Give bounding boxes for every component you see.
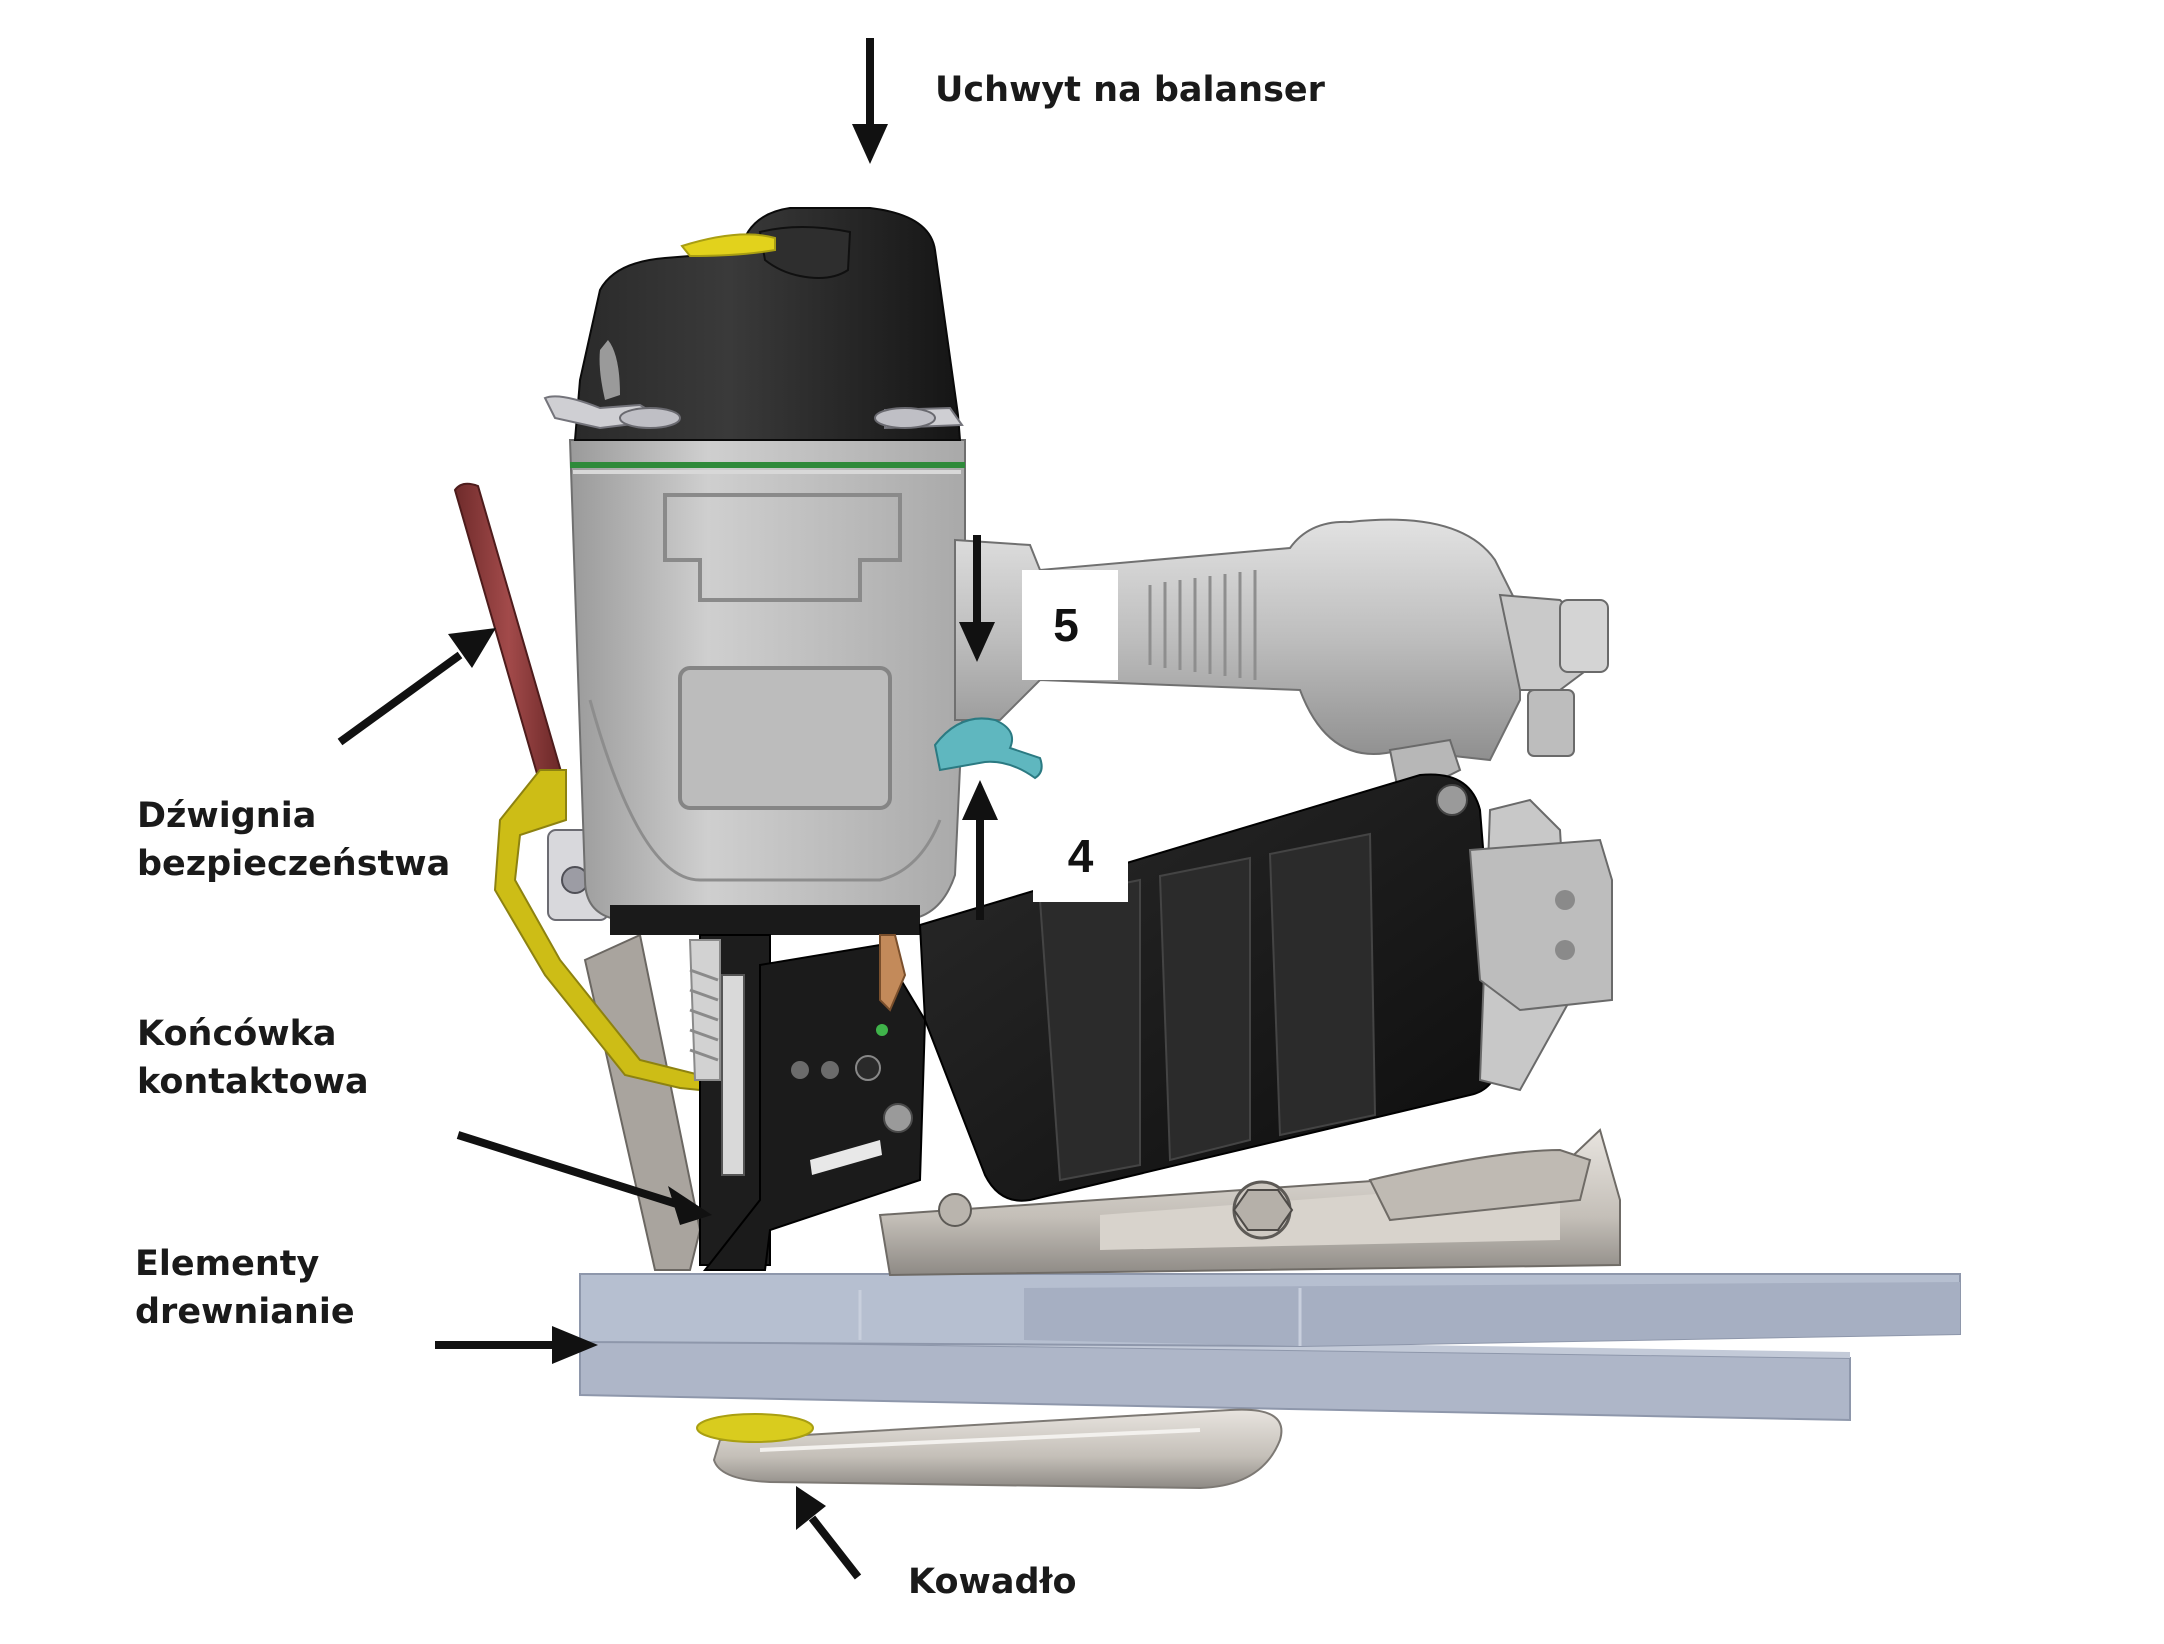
label-wood-line1: Elementy [135, 1244, 320, 1284]
label-contact-tip-line2: kontaktowa [137, 1062, 369, 1102]
arrow-wood [435, 1326, 598, 1364]
label-contact-tip: Końcówka kontaktowa [137, 1010, 369, 1106]
callout-five: 5 [1022, 570, 1110, 680]
callout-four: 4 [1033, 810, 1128, 902]
wood-board-lower [579, 1338, 1851, 1422]
wood-board-upper-face [1024, 1282, 1960, 1346]
label-anvil-text: Kowadło [908, 1562, 1077, 1602]
arrow-safety-lever [337, 628, 496, 746]
arrows [337, 38, 998, 1580]
base-plate [878, 1128, 1621, 1277]
arrow-contact-tip [456, 1131, 712, 1225]
label-safety-lever-line2: bezpieczeństwa [137, 844, 451, 884]
arrow-balancer [852, 38, 888, 164]
label-contact-tip-line1: Końcówka [137, 1014, 337, 1054]
anvil-part [696, 1408, 1283, 1490]
label-safety-lever-line1: Dźwignia [137, 796, 317, 836]
magazine-part [918, 773, 1613, 1202]
wood-boards [579, 1273, 1961, 1422]
top-cap [543, 207, 964, 441]
label-wood-elements: Elementy drewnianie [135, 1240, 355, 1336]
nose-assembly [688, 934, 927, 1271]
label-balancer-mount: Uchwyt na balanser [935, 66, 1325, 114]
label-safety-lever: Dźwignia bezpieczeństwa [137, 792, 450, 888]
trigger-part [933, 717, 1043, 780]
front-plate [583, 933, 702, 1271]
cylinder-body [568, 439, 966, 935]
arrow-five [959, 535, 995, 662]
arrow-four [962, 780, 998, 920]
arrow-anvil [796, 1486, 862, 1580]
label-wood-line2: drewnianie [135, 1292, 355, 1332]
label-balancer-mount-text: Uchwyt na balanser [935, 70, 1325, 110]
label-anvil: Kowadło [908, 1558, 1077, 1606]
